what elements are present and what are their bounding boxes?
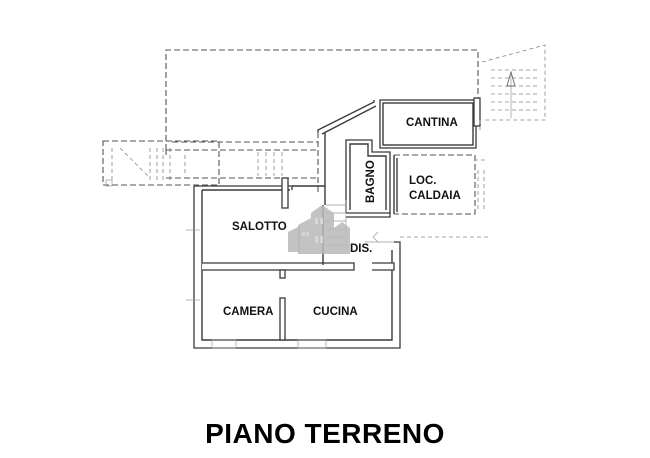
room-label-cucina: CUCINA <box>313 306 358 318</box>
room-label-bagno: BAGNO <box>365 160 377 203</box>
room-label-caldaia: CALDAIA <box>409 190 461 202</box>
room-bagno: BAGNO <box>345 139 391 213</box>
room-label-dis: DIS. <box>350 243 372 255</box>
right-stair <box>479 44 546 130</box>
room-label-camera: CAMERA <box>223 306 273 318</box>
stair-arrow-icon <box>506 70 516 87</box>
left-dashed-stair <box>102 140 318 187</box>
diagonal-wall <box>317 100 377 205</box>
main-block: SALOTTO CAMERA CUCINA <box>186 177 401 349</box>
upper-dashed-area <box>165 49 479 155</box>
room-cantina: CANTINA <box>379 97 481 149</box>
floor-title: PIANO TERRENO <box>205 418 445 449</box>
room-label-cantina: CANTINA <box>406 117 458 129</box>
dis-area: DIS. <box>322 200 490 265</box>
room-label-salotto: SALOTTO <box>232 221 287 233</box>
room-label-loc: LOC. <box>409 175 436 187</box>
house-logo-icon <box>288 205 350 254</box>
room-caldaia: LOC. CALDAIA <box>393 154 486 215</box>
